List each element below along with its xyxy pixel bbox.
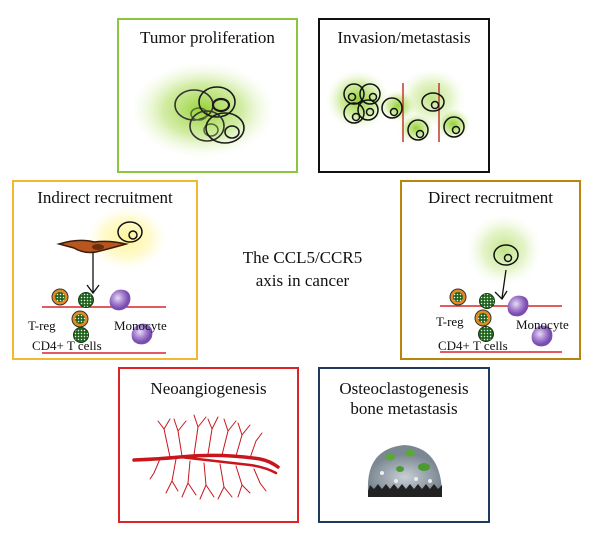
tumor-cell-icon <box>493 244 519 266</box>
arrow-icon <box>501 269 507 299</box>
monocyte-label: Monocyte <box>114 318 167 333</box>
panel-title-line-2: bone metastasis <box>350 399 458 418</box>
panel-neoangiogenesis: Neoangiogenesis <box>118 367 299 523</box>
indirect-recruitment-illustration <box>42 206 167 354</box>
panel-direct-recruitment: Direct recruitment T-reg Monocyte CD4+ T… <box>400 180 581 360</box>
bone-dome <box>367 445 442 491</box>
cd4-t-cell-icons <box>478 293 495 342</box>
caption-line-2: axis in cancer <box>255 271 350 290</box>
monocyte-icons <box>507 295 553 347</box>
green-glow <box>466 214 542 286</box>
invasion-illustration <box>326 68 471 143</box>
treg-label: T-reg <box>28 318 56 333</box>
panel-title-line-1: Osteoclastogenesis <box>339 379 469 398</box>
direct-recruitment-illustration <box>440 214 562 353</box>
green-glow <box>131 62 275 158</box>
vessel-branches <box>132 414 280 500</box>
osteoclast-spots <box>380 449 432 483</box>
tumor-cells-illustration <box>131 62 275 158</box>
cell-icons <box>343 83 465 141</box>
bone-base <box>368 484 442 497</box>
monocyte-label: Monocyte <box>516 317 569 332</box>
tumor-cell-icon <box>117 221 143 243</box>
panel-invasion-metastasis: Invasion/metastasis <box>318 18 490 173</box>
caption-line-1: The CCL5/CCR5 <box>242 248 363 267</box>
cd4-t-cell-icons <box>73 292 94 343</box>
central-caption: The CCL5/CCR5 axis in cancer <box>215 246 390 292</box>
panel-tumor-proliferation: Tumor proliferation <box>117 18 298 173</box>
treg-cell-icons <box>449 288 492 327</box>
panel-title: Invasion/metastasis <box>337 28 471 47</box>
tumor-cell-icons <box>174 86 245 144</box>
panel-title: Neoangiogenesis <box>150 379 267 398</box>
treg-label: T-reg <box>436 314 464 329</box>
panel-osteoclastogenesis: Osteoclastogenesis bone metastasis <box>318 367 490 523</box>
bone-metastasis-illustration <box>367 445 442 497</box>
panel-title: Tumor proliferation <box>140 28 275 47</box>
blood-vessel-illustration <box>132 414 280 500</box>
monocyte-icons <box>109 289 153 345</box>
panel-title: Indirect recruitment <box>37 188 173 207</box>
panel-indirect-recruitment: Indirect recruitment T-reg Monocyte CD4+… <box>12 180 198 360</box>
yellow-glow <box>87 206 167 270</box>
cd4-label: CD4+ T cells <box>438 338 508 353</box>
panel-title: Direct recruitment <box>427 188 554 207</box>
cd4-label: CD4+ T cells <box>32 338 102 353</box>
treg-cell-icons <box>51 288 89 328</box>
